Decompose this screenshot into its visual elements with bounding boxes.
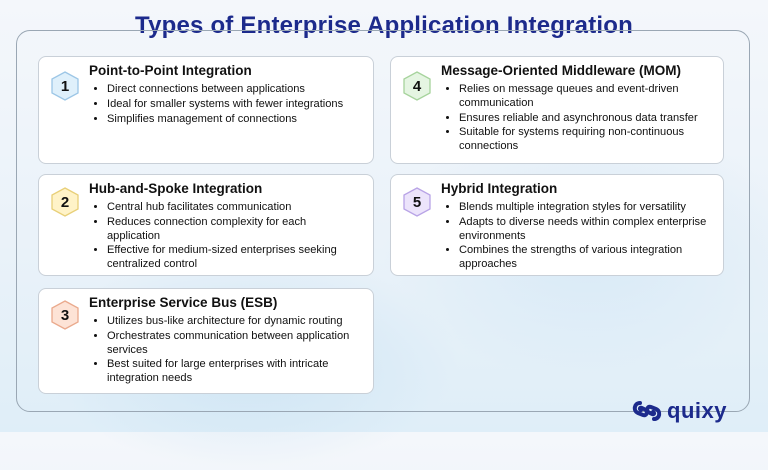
integration-card-hub-and-spoke: 2 Hub-and-Spoke Integration Central hub … <box>38 174 374 276</box>
page-title: Types of Enterprise Application Integrat… <box>135 12 633 39</box>
card-title: Point-to-Point Integration <box>89 63 252 78</box>
hexagon-shape <box>51 71 79 101</box>
brand-name: quixy <box>667 398 727 423</box>
card-number: 2 <box>60 193 70 211</box>
bullet-point: Combines the strengths of various integr… <box>459 244 721 272</box>
hexagon-shape <box>51 187 79 217</box>
integration-card-esb: 3 Enterprise Service Bus (ESB) Utilizes … <box>38 288 374 394</box>
bullet-list: Relies on message queues and event-drive… <box>441 83 723 155</box>
card-title: Hybrid Integration <box>441 181 558 196</box>
card-number: 3 <box>60 306 70 324</box>
hexagon-shape <box>403 71 431 101</box>
hexagon-number-badge: 3 <box>51 300 79 330</box>
card-title: Hub-and-Spoke Integration <box>89 181 263 196</box>
hexagon-number-badge: 1 <box>51 71 79 101</box>
quixy-logo: quixy <box>632 396 727 426</box>
bullet-point: Ensures reliable and asynchronous data t… <box>459 112 723 126</box>
bullet-point: Relies on message queues and event-drive… <box>459 83 723 111</box>
bullet-list: Blends multiple integration styles for v… <box>441 201 721 273</box>
integration-card-point-to-point: 1 Point-to-Point Integration Direct conn… <box>38 56 374 164</box>
bullet-point: Effective for medium-sized enterprises s… <box>107 244 362 272</box>
quixy-logo-icon <box>632 401 662 421</box>
hexagon-number-badge: 4 <box>403 71 431 101</box>
card-title: Message-Oriented Middleware (MOM) <box>441 63 682 78</box>
bullet-point: Reduces connection complexity for each a… <box>107 216 362 244</box>
hexagon-shape <box>403 187 431 217</box>
bullet-point: Central hub facilitates communication <box>107 201 362 215</box>
bullet-list: Central hub facilitates communication Re… <box>89 201 362 273</box>
bullet-point: Ideal for smaller systems with fewer int… <box>107 98 367 112</box>
bullet-point: Adapts to diverse needs within complex e… <box>459 216 721 244</box>
bullet-point: Suitable for systems requiring non-conti… <box>459 126 723 154</box>
bullet-point: Best suited for large enterprises with i… <box>107 358 379 386</box>
bullet-point: Direct connections between applications <box>107 83 367 97</box>
integration-card-mom: 4 Message-Oriented Middleware (MOM) Reli… <box>390 56 724 164</box>
hexagon-number-badge: 5 <box>403 187 431 217</box>
card-number: 5 <box>412 193 422 211</box>
content-frame <box>16 30 750 412</box>
hexagon-number-badge: 2 <box>51 187 79 217</box>
card-number: 1 <box>60 77 70 95</box>
card-number: 4 <box>412 77 422 95</box>
card-title: Enterprise Service Bus (ESB) <box>89 295 278 310</box>
bullet-point: Simplifies management of connections <box>107 113 367 127</box>
integration-card-hybrid: 5 Hybrid Integration Blends multiple int… <box>390 174 724 276</box>
bullet-list: Direct connections between applications … <box>89 83 367 127</box>
bullet-list: Utilizes bus-like architecture for dynam… <box>89 315 379 387</box>
bullet-point: Utilizes bus-like architecture for dynam… <box>107 315 379 329</box>
bullet-point: Orchestrates communication between appli… <box>107 330 379 358</box>
bullet-point: Blends multiple integration styles for v… <box>459 201 721 215</box>
hexagon-shape <box>51 300 79 330</box>
